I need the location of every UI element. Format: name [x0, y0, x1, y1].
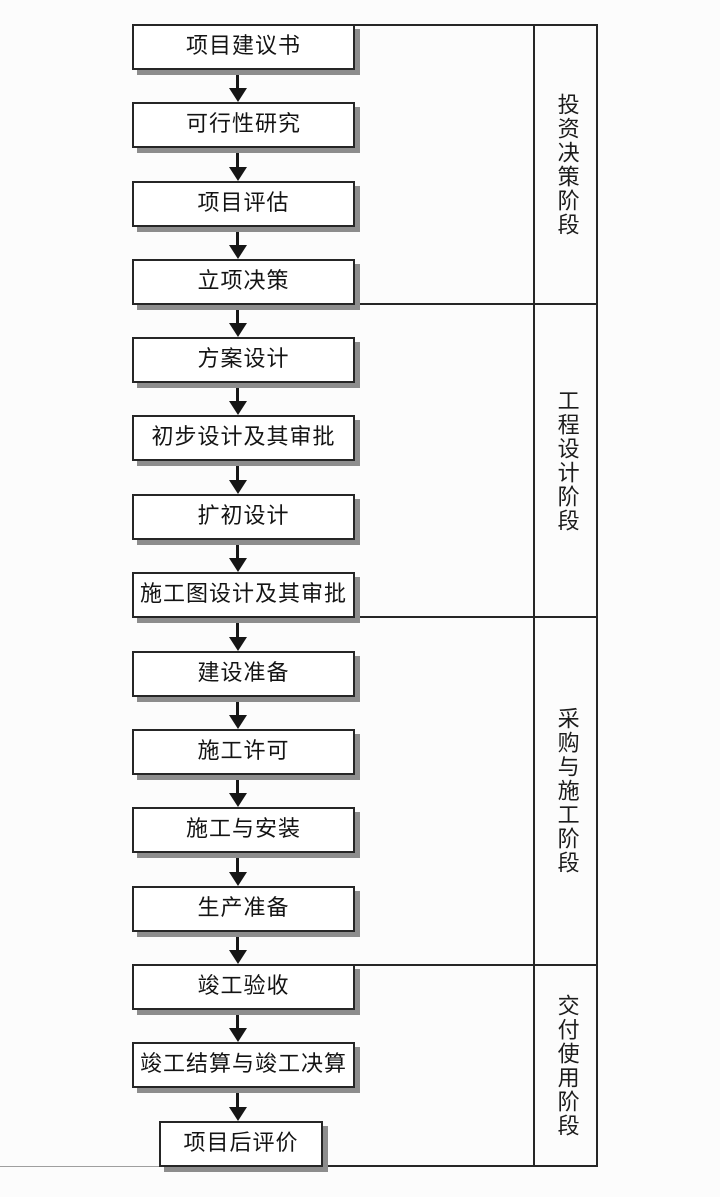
stage-divider-2 — [355, 616, 598, 618]
flow-step-project-proposal: 项目建议书 — [132, 24, 355, 70]
flow-step-label: 竣工结算与竣工决算 — [139, 1052, 347, 1077]
down-arrow-icon — [229, 853, 247, 886]
flow-step-label: 项目建议书 — [185, 34, 301, 59]
stage-divider-3 — [355, 964, 598, 966]
flow-step-label: 项目后评价 — [183, 1131, 299, 1156]
down-arrow-icon — [229, 1088, 247, 1121]
flow-step-label: 施工图设计及其审批 — [139, 582, 347, 607]
stage-table-top-border — [355, 24, 598, 26]
down-arrow-icon — [229, 227, 247, 259]
down-arrow-icon — [229, 383, 247, 415]
stage-column-right-border — [596, 24, 598, 1167]
stage-label: 采购与施工阶段 — [553, 707, 579, 875]
flow-step-production-preparation: 生产准备 — [132, 886, 355, 932]
flow-step-scheme-design: 方案设计 — [132, 337, 355, 383]
flow-step-label: 建设准备 — [197, 661, 290, 686]
flow-step-label: 可行性研究 — [185, 112, 301, 137]
down-arrow-icon — [229, 932, 247, 964]
stage-divider-1 — [355, 303, 598, 305]
flow-step-completion-acceptance: 竣工验收 — [132, 964, 355, 1010]
down-arrow-icon — [229, 148, 247, 181]
flow-step-construction-installation: 施工与安装 — [132, 807, 355, 853]
flow-step-construction-drawing-design-approval: 施工图设计及其审批 — [132, 572, 355, 618]
stage-investment-decision: 投资决策阶段 — [535, 26, 596, 303]
down-arrow-icon — [229, 618, 247, 651]
flow-step-label: 项目评估 — [197, 191, 290, 216]
down-arrow-icon — [229, 305, 247, 337]
flow-step-preliminary-design-approval: 初步设计及其审批 — [132, 415, 355, 461]
flow-step-label: 施工与安装 — [185, 817, 301, 842]
flow-step-label: 生产准备 — [197, 896, 290, 921]
flow-step-feasibility-study: 可行性研究 — [132, 102, 355, 148]
baseline-left-segment — [0, 1166, 159, 1167]
flow-step-construction-permit: 施工许可 — [132, 729, 355, 775]
down-arrow-icon — [229, 775, 247, 807]
stage-engineering-design: 工程设计阶段 — [535, 305, 596, 616]
stage-label: 交付使用阶段 — [553, 993, 579, 1138]
flow-step-post-project-evaluation: 项目后评价 — [159, 1121, 323, 1167]
flow-step-expanded-preliminary-design: 扩初设计 — [132, 494, 355, 540]
down-arrow-icon — [229, 461, 247, 494]
flow-step-approval-decision: 立项决策 — [132, 259, 355, 305]
flow-step-label: 施工许可 — [197, 739, 290, 764]
down-arrow-icon — [229, 1010, 247, 1042]
flow-step-construction-preparation: 建设准备 — [132, 651, 355, 697]
flow-step-project-evaluation: 项目评估 — [132, 181, 355, 227]
flow-step-label: 方案设计 — [197, 347, 290, 372]
down-arrow-icon — [229, 540, 247, 572]
flow-step-label: 竣工验收 — [197, 974, 290, 999]
flow-step-label: 立项决策 — [197, 269, 290, 294]
flow-step-label: 初步设计及其审批 — [151, 425, 336, 450]
stage-label: 工程设计阶段 — [553, 388, 579, 533]
stage-procurement-construction: 采购与施工阶段 — [535, 618, 596, 964]
stage-column-left-border — [533, 24, 535, 1167]
down-arrow-icon — [229, 697, 247, 729]
stage-table-bottom-border — [159, 1165, 598, 1167]
down-arrow-icon — [229, 70, 247, 102]
flow-step-completion-settlement: 竣工结算与竣工决算 — [132, 1042, 355, 1088]
flow-step-label: 扩初设计 — [197, 504, 290, 529]
stage-label: 投资决策阶段 — [553, 92, 579, 237]
stage-handover-use: 交付使用阶段 — [535, 966, 596, 1165]
